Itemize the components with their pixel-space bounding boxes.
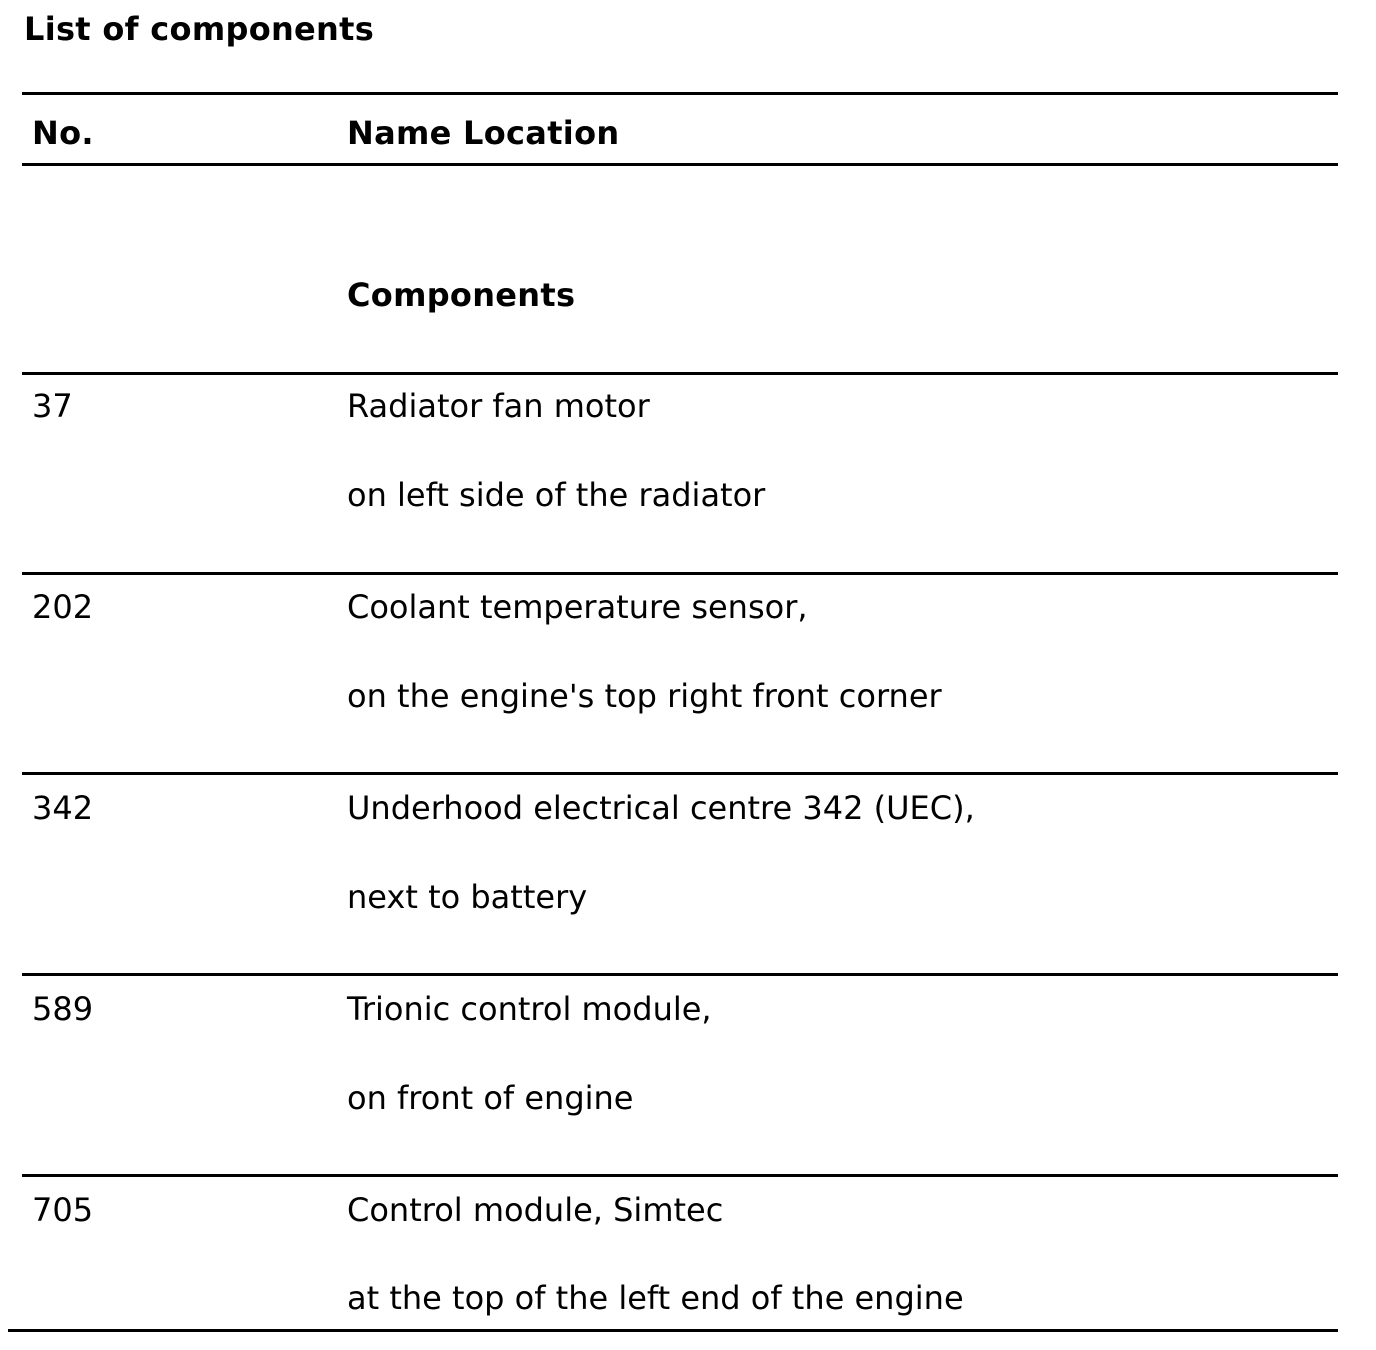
row-number: 589 xyxy=(32,990,94,1028)
row-name: Trionic control module, xyxy=(347,990,712,1028)
header-name-location: Name Location xyxy=(347,114,620,152)
page-title: List of components xyxy=(24,10,375,48)
row-location: next to battery xyxy=(347,878,588,916)
table-top-rule xyxy=(22,92,1338,95)
row-location: on the engine's top right front corner xyxy=(347,677,942,715)
row-location: on front of engine xyxy=(347,1079,634,1117)
row-divider xyxy=(22,1174,1338,1177)
row-name: Control module, Simtec xyxy=(347,1191,724,1229)
row-name: Coolant temperature sensor, xyxy=(347,588,808,626)
header-no: No. xyxy=(32,114,94,152)
row-location: at the top of the left end of the engine xyxy=(347,1279,964,1317)
row-divider xyxy=(22,372,1338,375)
row-name: Underhood electrical centre 342 (UEC), xyxy=(347,789,975,827)
row-location: on left side of the radiator xyxy=(347,476,766,514)
row-number: 202 xyxy=(32,588,94,626)
section-label-components: Components xyxy=(347,276,576,314)
row-divider xyxy=(22,973,1338,976)
row-number: 342 xyxy=(32,789,94,827)
row-divider xyxy=(22,772,1338,775)
row-name: Radiator fan motor xyxy=(347,387,650,425)
row-divider xyxy=(22,572,1338,575)
row-number: 37 xyxy=(32,387,73,425)
table-bottom-rule xyxy=(8,1329,1338,1332)
row-number: 705 xyxy=(32,1191,94,1229)
header-rule xyxy=(22,163,1338,166)
